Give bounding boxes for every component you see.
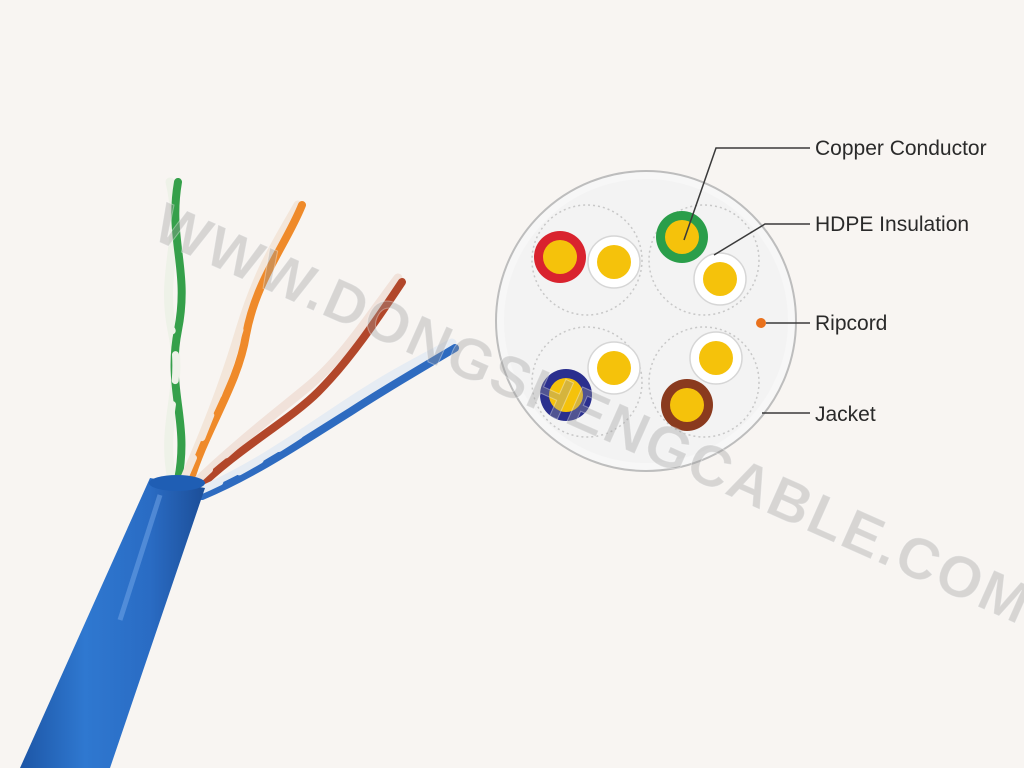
label-jacket: Jacket xyxy=(815,403,876,426)
pair-green-white xyxy=(656,211,747,306)
ripcord-dot xyxy=(756,318,766,328)
pair-red-white xyxy=(534,231,641,289)
leader-hdpe-insulation xyxy=(713,223,810,256)
twisted-pair-brown xyxy=(187,273,406,494)
cable-jacket xyxy=(20,475,205,768)
twisted-pair-orange xyxy=(179,200,306,486)
pair-outline-3 xyxy=(531,326,643,438)
label-ripcord: Ripcord xyxy=(815,312,888,335)
pair-brown-white xyxy=(661,331,743,431)
label-copper-conductor: Copper Conductor xyxy=(815,137,987,160)
label-hdpe-insulation: HDPE Insulation xyxy=(815,213,970,236)
watermark-text: WWW.DONGSHENGCABLE.COM xyxy=(145,190,1024,637)
pair-outline-4 xyxy=(648,326,760,438)
pair-outline-1 xyxy=(531,204,643,316)
twisted-pair-blue xyxy=(193,338,459,500)
leader-copper-conductor xyxy=(683,147,810,241)
pair-outline-2 xyxy=(648,204,760,316)
twisted-pair-green xyxy=(164,177,186,485)
pair-navy-white xyxy=(540,341,641,421)
